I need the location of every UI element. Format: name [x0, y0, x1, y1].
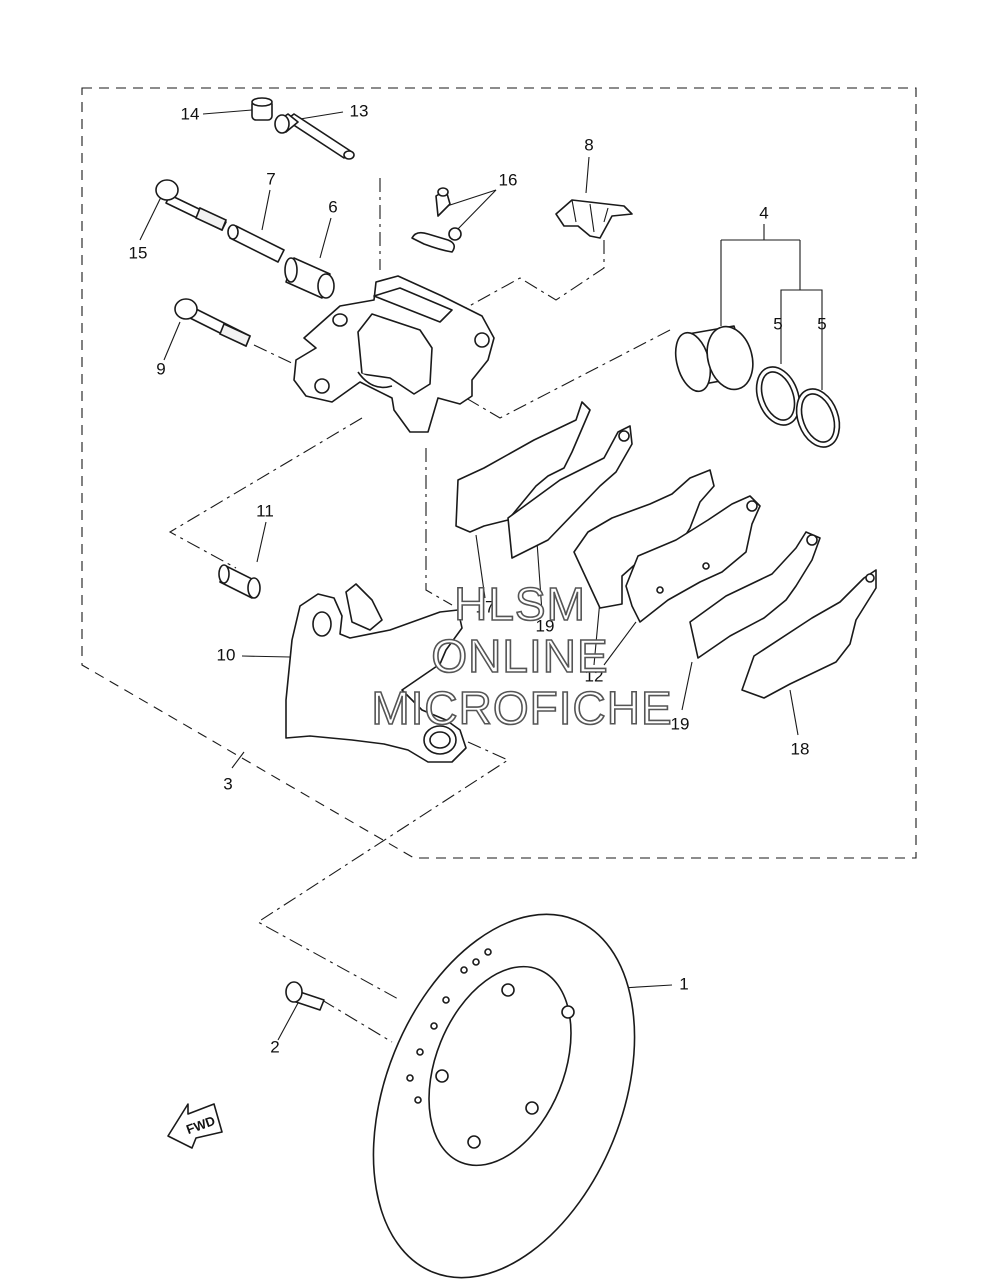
callout-16: 16: [499, 170, 518, 189]
callout-1: 1: [679, 974, 688, 993]
fwd-arrow-icon: FWD: [167, 1103, 223, 1149]
brake-pad-12: [573, 469, 761, 623]
callout-5a: 5: [773, 314, 782, 333]
callout-8: 8: [584, 135, 593, 154]
callout-3: 3: [223, 774, 232, 793]
callout-18: 18: [791, 739, 810, 758]
watermark: HLSM ONLINE MICROFICHE: [371, 577, 673, 735]
brake-pad-19-left: [507, 425, 633, 559]
callout-13: 13: [350, 101, 369, 120]
callout-7: 7: [266, 169, 275, 188]
disc-bolt: [285, 981, 325, 1011]
pin-sleeve: [227, 224, 285, 263]
callout-5b: 5: [817, 314, 826, 333]
brake-pad-19-right: [689, 531, 821, 659]
callout-2: 2: [270, 1037, 279, 1056]
pad-shim-17: [455, 401, 591, 533]
pin-cap: [251, 97, 273, 121]
callout-12: 12: [585, 666, 604, 685]
callout-19b: 19: [671, 714, 690, 733]
brake-disc: [372, 913, 636, 1279]
pad-shim-18: [741, 569, 877, 699]
callout-19a: 19: [536, 616, 555, 635]
pad-spring: [555, 199, 633, 239]
callout-10: 10: [217, 645, 236, 664]
assembly-boundary: [81, 87, 917, 859]
piston-seals: [755, 366, 841, 448]
caliper-bolt-9: [174, 298, 252, 348]
callout-4: 4: [759, 203, 768, 222]
watermark-line-2: ONLINE: [431, 630, 608, 682]
slide-pin: [274, 113, 355, 160]
assembly-lines: [168, 178, 671, 1043]
caliper-piston: [674, 325, 754, 393]
callout-labels: 1 2 3 4 5 5 6 7 8 9 10 11 12 13 14 15 16…: [129, 101, 827, 1056]
watermark-line-3: MICROFICHE: [371, 682, 672, 734]
callout-14: 14: [181, 104, 200, 123]
callout-9: 9: [156, 359, 165, 378]
rubber-boot: [284, 257, 335, 299]
callout-11: 11: [256, 501, 274, 520]
caliper-bracket: [285, 583, 467, 763]
watermark-line-1: HLSM: [454, 578, 586, 630]
callout-17: 17: [476, 597, 495, 616]
callout-6: 6: [328, 197, 337, 216]
caliper-body: [293, 275, 495, 433]
caliper-bolt-15: [155, 179, 228, 232]
bleed-screw: [411, 187, 462, 253]
bracket-boot: [218, 564, 261, 599]
callout-15: 15: [129, 243, 148, 262]
